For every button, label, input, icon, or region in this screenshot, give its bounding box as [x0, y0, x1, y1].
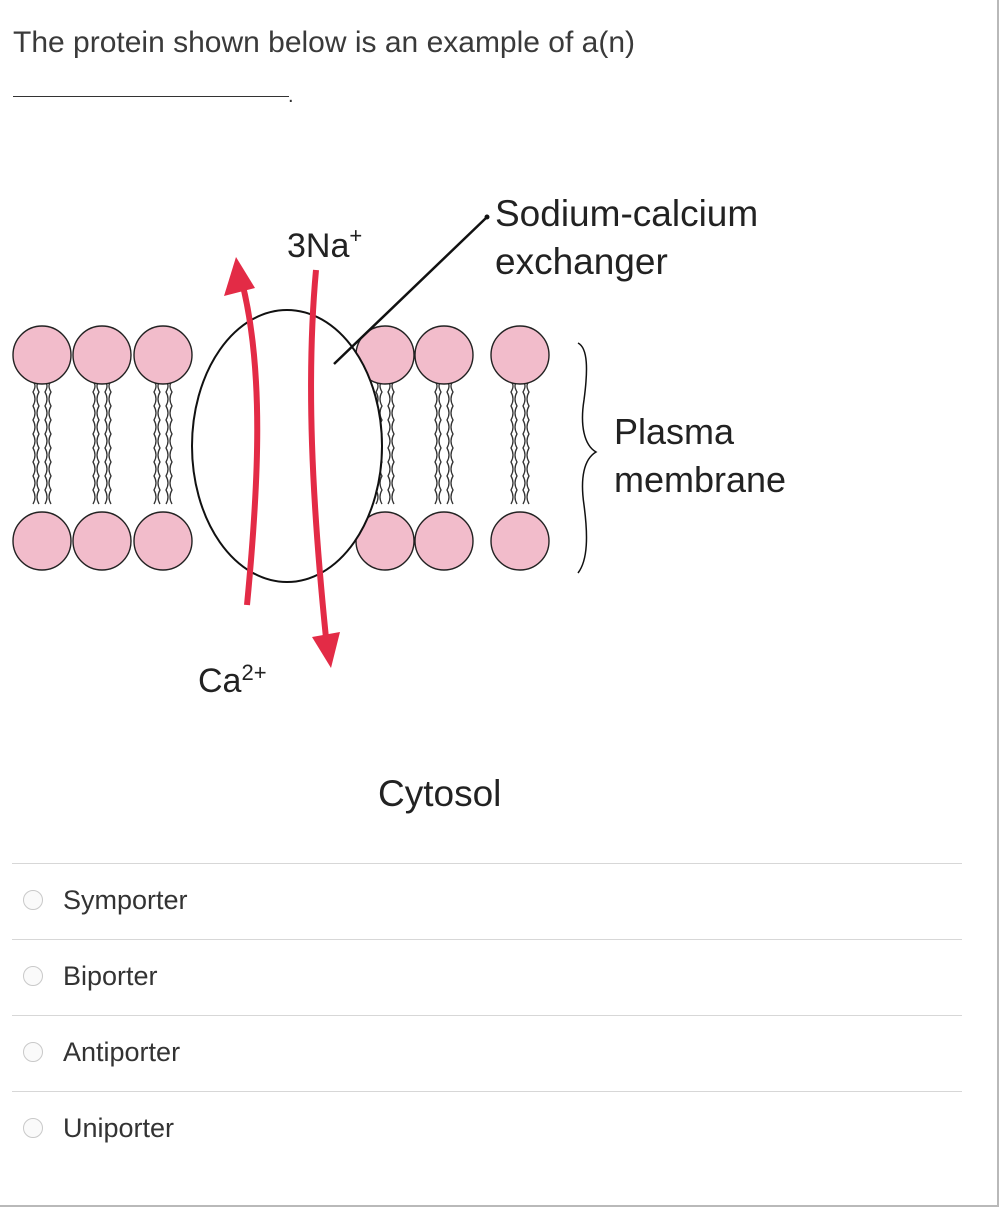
lipid-tail: [391, 381, 395, 505]
option-label: Antiporter: [63, 1037, 181, 1067]
radio-button[interactable]: [23, 1042, 43, 1062]
protein-pointer-line: [333, 217, 487, 365]
membrane-figure: Sodium-calcium exchanger 3Na+ Ca2+ Plasm…: [0, 160, 1002, 860]
lipid-head: [72, 325, 132, 385]
lipid-tail: [153, 381, 157, 505]
lipid-head: [490, 511, 550, 571]
question-card: The protein shown below is an example of…: [0, 0, 999, 1207]
lipid-tail: [169, 381, 173, 505]
calcium-label: Ca2+: [198, 660, 267, 700]
lipid-head: [72, 511, 132, 571]
lipid-tail: [438, 381, 442, 505]
option-symporter[interactable]: Symporter: [12, 863, 962, 939]
lipid-tail: [92, 381, 96, 505]
lipid-tail: [522, 381, 526, 505]
exchanger-protein: [191, 309, 383, 583]
lipid-tail: [32, 381, 36, 505]
sodium-arrowhead: [312, 632, 340, 668]
calcium-arrowhead: [224, 257, 255, 296]
lipid-tail: [446, 381, 450, 505]
cytosol-label: Cytosol: [378, 773, 501, 814]
radio-button[interactable]: [23, 1118, 43, 1138]
lipid-head: [490, 325, 550, 385]
lipid-head: [133, 325, 193, 385]
lipid-tail: [96, 381, 100, 505]
sodium-label: 3Na+: [287, 223, 362, 265]
lipid-head: [414, 511, 474, 571]
lipid-tail: [526, 381, 530, 505]
lipid-tail: [104, 381, 108, 505]
radio-button[interactable]: [23, 890, 43, 910]
lipid-tail: [48, 381, 52, 505]
membrane-bracket: [577, 342, 598, 574]
membrane-diagram: Sodium-calcium exchanger 3Na+ Ca2+ Plasm…: [12, 193, 786, 814]
answer-blank: [13, 96, 289, 97]
lipid-tail: [165, 381, 169, 505]
question-text: The protein shown below is an example of…: [13, 26, 636, 59]
protein-label-line1: Sodium-calcium: [495, 193, 758, 234]
radio-button[interactable]: [23, 966, 43, 986]
membrane-label-line2: membrane: [614, 459, 786, 500]
lipid-tail: [434, 381, 438, 505]
pointer-dot: [484, 214, 490, 220]
lipid-tail: [108, 381, 112, 505]
option-uniporter[interactable]: Uniporter: [12, 1091, 962, 1167]
lipid-tail: [514, 381, 518, 505]
answer-options: Symporter Biporter Antiporter Uniporter: [12, 863, 962, 1167]
lipid-head: [12, 325, 72, 385]
lipid-tail: [387, 381, 391, 505]
lipid-tail: [157, 381, 161, 505]
sodium-arrow: [308, 269, 329, 639]
lipid-head: [133, 511, 193, 571]
lipid-head: [12, 511, 72, 571]
lipid-tail: [450, 381, 454, 505]
option-label: Uniporter: [63, 1113, 175, 1143]
lipid-tail: [36, 381, 40, 505]
option-label: Symporter: [63, 885, 188, 915]
lipid-head: [414, 325, 474, 385]
option-antiporter[interactable]: Antiporter: [12, 1015, 962, 1091]
calcium-arrow: [239, 281, 261, 606]
option-biporter[interactable]: Biporter: [12, 939, 962, 1015]
membrane-label-line1: Plasma: [614, 411, 735, 452]
blank-period: .: [288, 85, 294, 107]
protein-label-line2: exchanger: [495, 241, 668, 282]
lipid-tail: [510, 381, 514, 505]
lipid-heads: [12, 325, 550, 571]
lipid-tail: [44, 381, 48, 505]
option-label: Biporter: [63, 961, 158, 991]
